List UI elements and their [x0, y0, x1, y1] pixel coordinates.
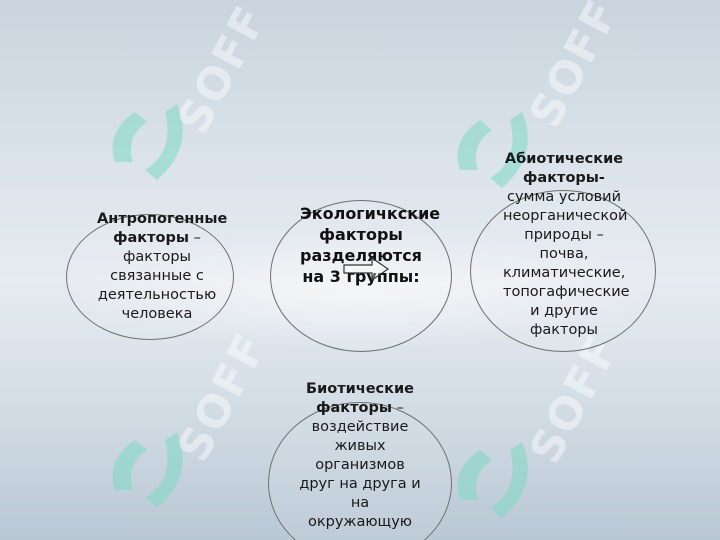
watermark-logo-icon	[440, 430, 550, 520]
watermark-text: SOFF	[520, 0, 630, 136]
watermark-logo-icon	[95, 420, 205, 510]
ellipse-biotic	[268, 402, 452, 540]
node-biotic: Биотические факторы – воздействие живых …	[298, 380, 422, 532]
node-anthropogenic-head: Антропогенные факторы	[97, 211, 228, 246]
ellipse-abiotic	[470, 190, 656, 352]
node-abiotic-body: сумма условий неорганической природы – п…	[503, 189, 630, 338]
watermark-text: SOFF	[168, 0, 278, 142]
node-anthropogenic-body: – факторы связанные с деятельностью чело…	[97, 230, 217, 322]
node-abiotic: Абиотические факторы-сумма условий неорг…	[503, 150, 630, 340]
watermark-logo-icon	[440, 100, 550, 190]
watermark-logo-icon	[95, 92, 205, 182]
node-anthropogenic: Антропогенные факторы – факторы связанны…	[97, 210, 227, 324]
node-biotic-head: Биотические факторы	[306, 381, 414, 416]
ellipse-anthropogenic	[66, 214, 234, 340]
forward-arrow-icon[interactable]	[342, 256, 392, 282]
center-title: Экологичкские факторы разделяются на 3 г…	[300, 204, 441, 286]
node-abiotic-head: Абиотические факторы-	[504, 151, 624, 186]
ellipse-center	[270, 200, 452, 352]
node-biotic-body: – воздействие живых организмов друг на д…	[299, 400, 421, 530]
